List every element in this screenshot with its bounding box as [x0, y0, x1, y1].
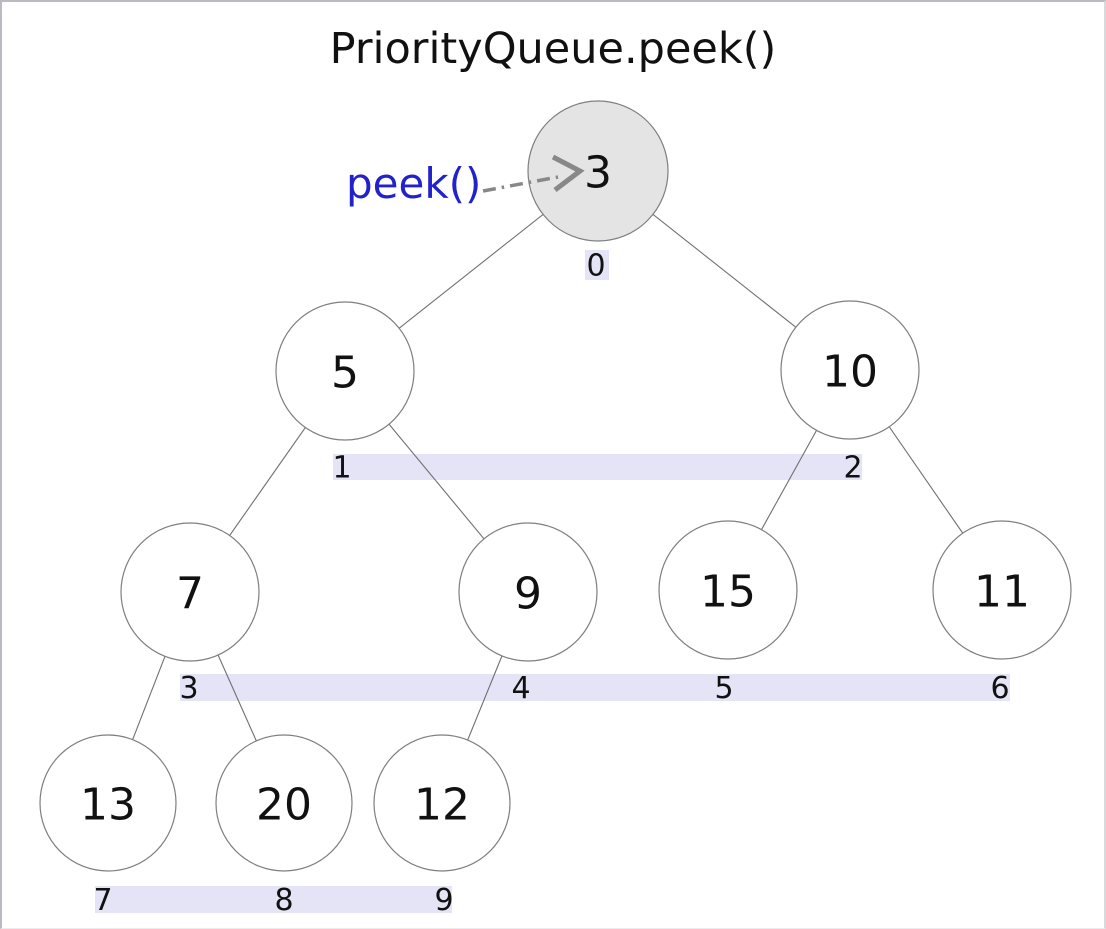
- node-value: 3: [584, 148, 612, 199]
- node-value: 5: [331, 348, 359, 399]
- index-label: 7: [93, 883, 112, 918]
- index-label: 1: [332, 451, 351, 486]
- peek-annotation-label: peek(): [346, 159, 482, 208]
- index-label: 9: [434, 883, 453, 918]
- index-label: 5: [714, 671, 733, 706]
- index-label: 3: [179, 671, 198, 706]
- node-value: 7: [176, 569, 204, 620]
- node-value: 10: [822, 347, 878, 398]
- heap-node: [275, 301, 415, 441]
- index-band: [333, 454, 862, 480]
- heap-node: [658, 520, 798, 660]
- heap-node: [120, 522, 260, 662]
- index-band: [585, 250, 609, 280]
- heap-node: [458, 522, 598, 662]
- node-value: 13: [80, 780, 136, 831]
- peek-arrowhead-icon: [551, 154, 585, 192]
- index-band: [95, 886, 452, 913]
- peek-arrow-line: [482, 175, 559, 193]
- heap-node: [932, 520, 1072, 660]
- node-value: 12: [414, 780, 470, 831]
- index-label: 2: [843, 451, 862, 486]
- index-band: [180, 674, 1010, 701]
- index-label: 0: [586, 249, 605, 284]
- node-value: 15: [700, 567, 756, 618]
- index-label: 6: [990, 671, 1009, 706]
- heap-node: [215, 734, 353, 872]
- node-value: 11: [974, 567, 1030, 618]
- heap-node: [373, 734, 511, 872]
- heap-root-node: [527, 100, 669, 242]
- node-value: 9: [514, 569, 542, 620]
- index-label: 8: [274, 883, 293, 918]
- figure-title: PriorityQueue.peek(): [329, 24, 777, 74]
- heap-node: [39, 734, 177, 872]
- heap-node: [780, 300, 920, 440]
- node-value: 20: [256, 780, 312, 831]
- index-label: 4: [511, 671, 530, 706]
